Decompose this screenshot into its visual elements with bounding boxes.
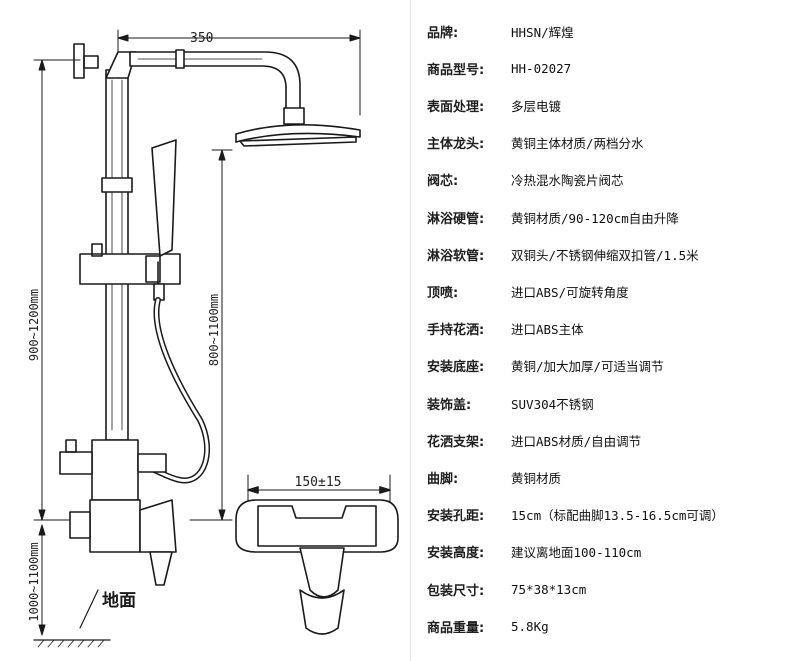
riser-clamp-upper xyxy=(101,177,133,193)
spec-value: 黄铜材质 xyxy=(511,470,562,486)
spec-label: 装饰盖: xyxy=(427,397,472,413)
spec-label: 阀芯: xyxy=(427,174,459,190)
dim-mid-text: 800~1100mm xyxy=(207,294,221,366)
mixer-body xyxy=(69,499,177,586)
spec-label: 安装底座: xyxy=(427,360,485,376)
spec-label: 淋浴软管: xyxy=(427,248,485,264)
dimension-top xyxy=(117,29,361,116)
spec-label: 包装尺寸: xyxy=(427,583,485,599)
dim-bottom-left-text: 1000~1100mm xyxy=(27,542,41,621)
slide-bar-holder xyxy=(79,253,181,285)
spec-value: 多层电镀 xyxy=(511,98,562,114)
spec-list: 品牌: HHSN/辉煌商品型号: HH-02027 表面处理: 多层电镀主体龙头: 黄铜主… xyxy=(410,0,790,661)
spec-label: 品牌: xyxy=(427,25,459,41)
diverter-valve xyxy=(59,439,167,501)
dim-handle-text: 150±15 xyxy=(295,475,342,490)
top-wall-bracket xyxy=(73,43,85,79)
spec-value: 15cm（标配曲脚13.5-16.5cm可调） xyxy=(511,508,724,524)
spec-label: 商品重量: xyxy=(427,620,485,636)
spec-label: 安装高度: xyxy=(427,546,485,562)
spec-label: 淋浴硬管: xyxy=(427,211,485,227)
spec-value: 冷热混水陶瓷片阀芯 xyxy=(511,173,624,189)
spec-label: 表面处理: xyxy=(427,99,485,115)
spec-value: 5.8Kg xyxy=(511,618,549,634)
spec-value: 75*38*13cm xyxy=(511,581,587,597)
spec-value: 进口ABS/可旋转角度 xyxy=(511,284,629,300)
spec-label: 手持花洒: xyxy=(427,323,485,339)
ground-label: 地面 xyxy=(102,590,136,611)
ground-leader-line xyxy=(79,589,99,629)
spec-value: HH-02027 xyxy=(511,60,572,76)
spec-label: 曲脚: xyxy=(427,471,459,487)
spec-value: 黄铜材质/90-120cm自由升降 xyxy=(511,210,679,226)
spec-value: 进口ABS主体 xyxy=(511,322,584,338)
spec-value: 进口ABS材质/自由调节 xyxy=(511,433,642,449)
shower-arm xyxy=(129,51,301,111)
dimension-mid xyxy=(189,149,233,521)
spec-label: 安装孔距: xyxy=(427,509,485,525)
spec-value: SUV304不锈钢 xyxy=(511,396,594,412)
dim-left-text: 900~1200mm xyxy=(27,289,41,361)
spec-label: 花洒支架: xyxy=(427,434,485,450)
handle-detail-view xyxy=(235,474,399,635)
spec-value: 黄铜主体材质/两档分水 xyxy=(511,136,644,152)
spec-value: 双铜头/不锈钢伸缩双扣管/1.5米 xyxy=(511,247,699,263)
dimension-left xyxy=(33,59,81,521)
spec-label: 顶喷: xyxy=(427,285,459,301)
overhead-shower-head xyxy=(235,107,361,147)
spec-value: 黄铜/加大加厚/可适当调节 xyxy=(511,359,664,375)
spec-value: HHSN/辉煌 xyxy=(511,24,574,40)
spec-label: 主体龙头: xyxy=(427,137,485,153)
hand-shower xyxy=(151,139,177,257)
dim-top-text: 350 xyxy=(190,31,213,46)
spec-label: 商品型号: xyxy=(427,62,485,78)
dimension-bottom-left xyxy=(38,524,46,636)
spec-value: 建议离地面100-110cm xyxy=(511,545,642,561)
shower-technical-drawing: 350 900~1200mm 800~1100mm 1000~1100mm 15… xyxy=(27,29,399,648)
